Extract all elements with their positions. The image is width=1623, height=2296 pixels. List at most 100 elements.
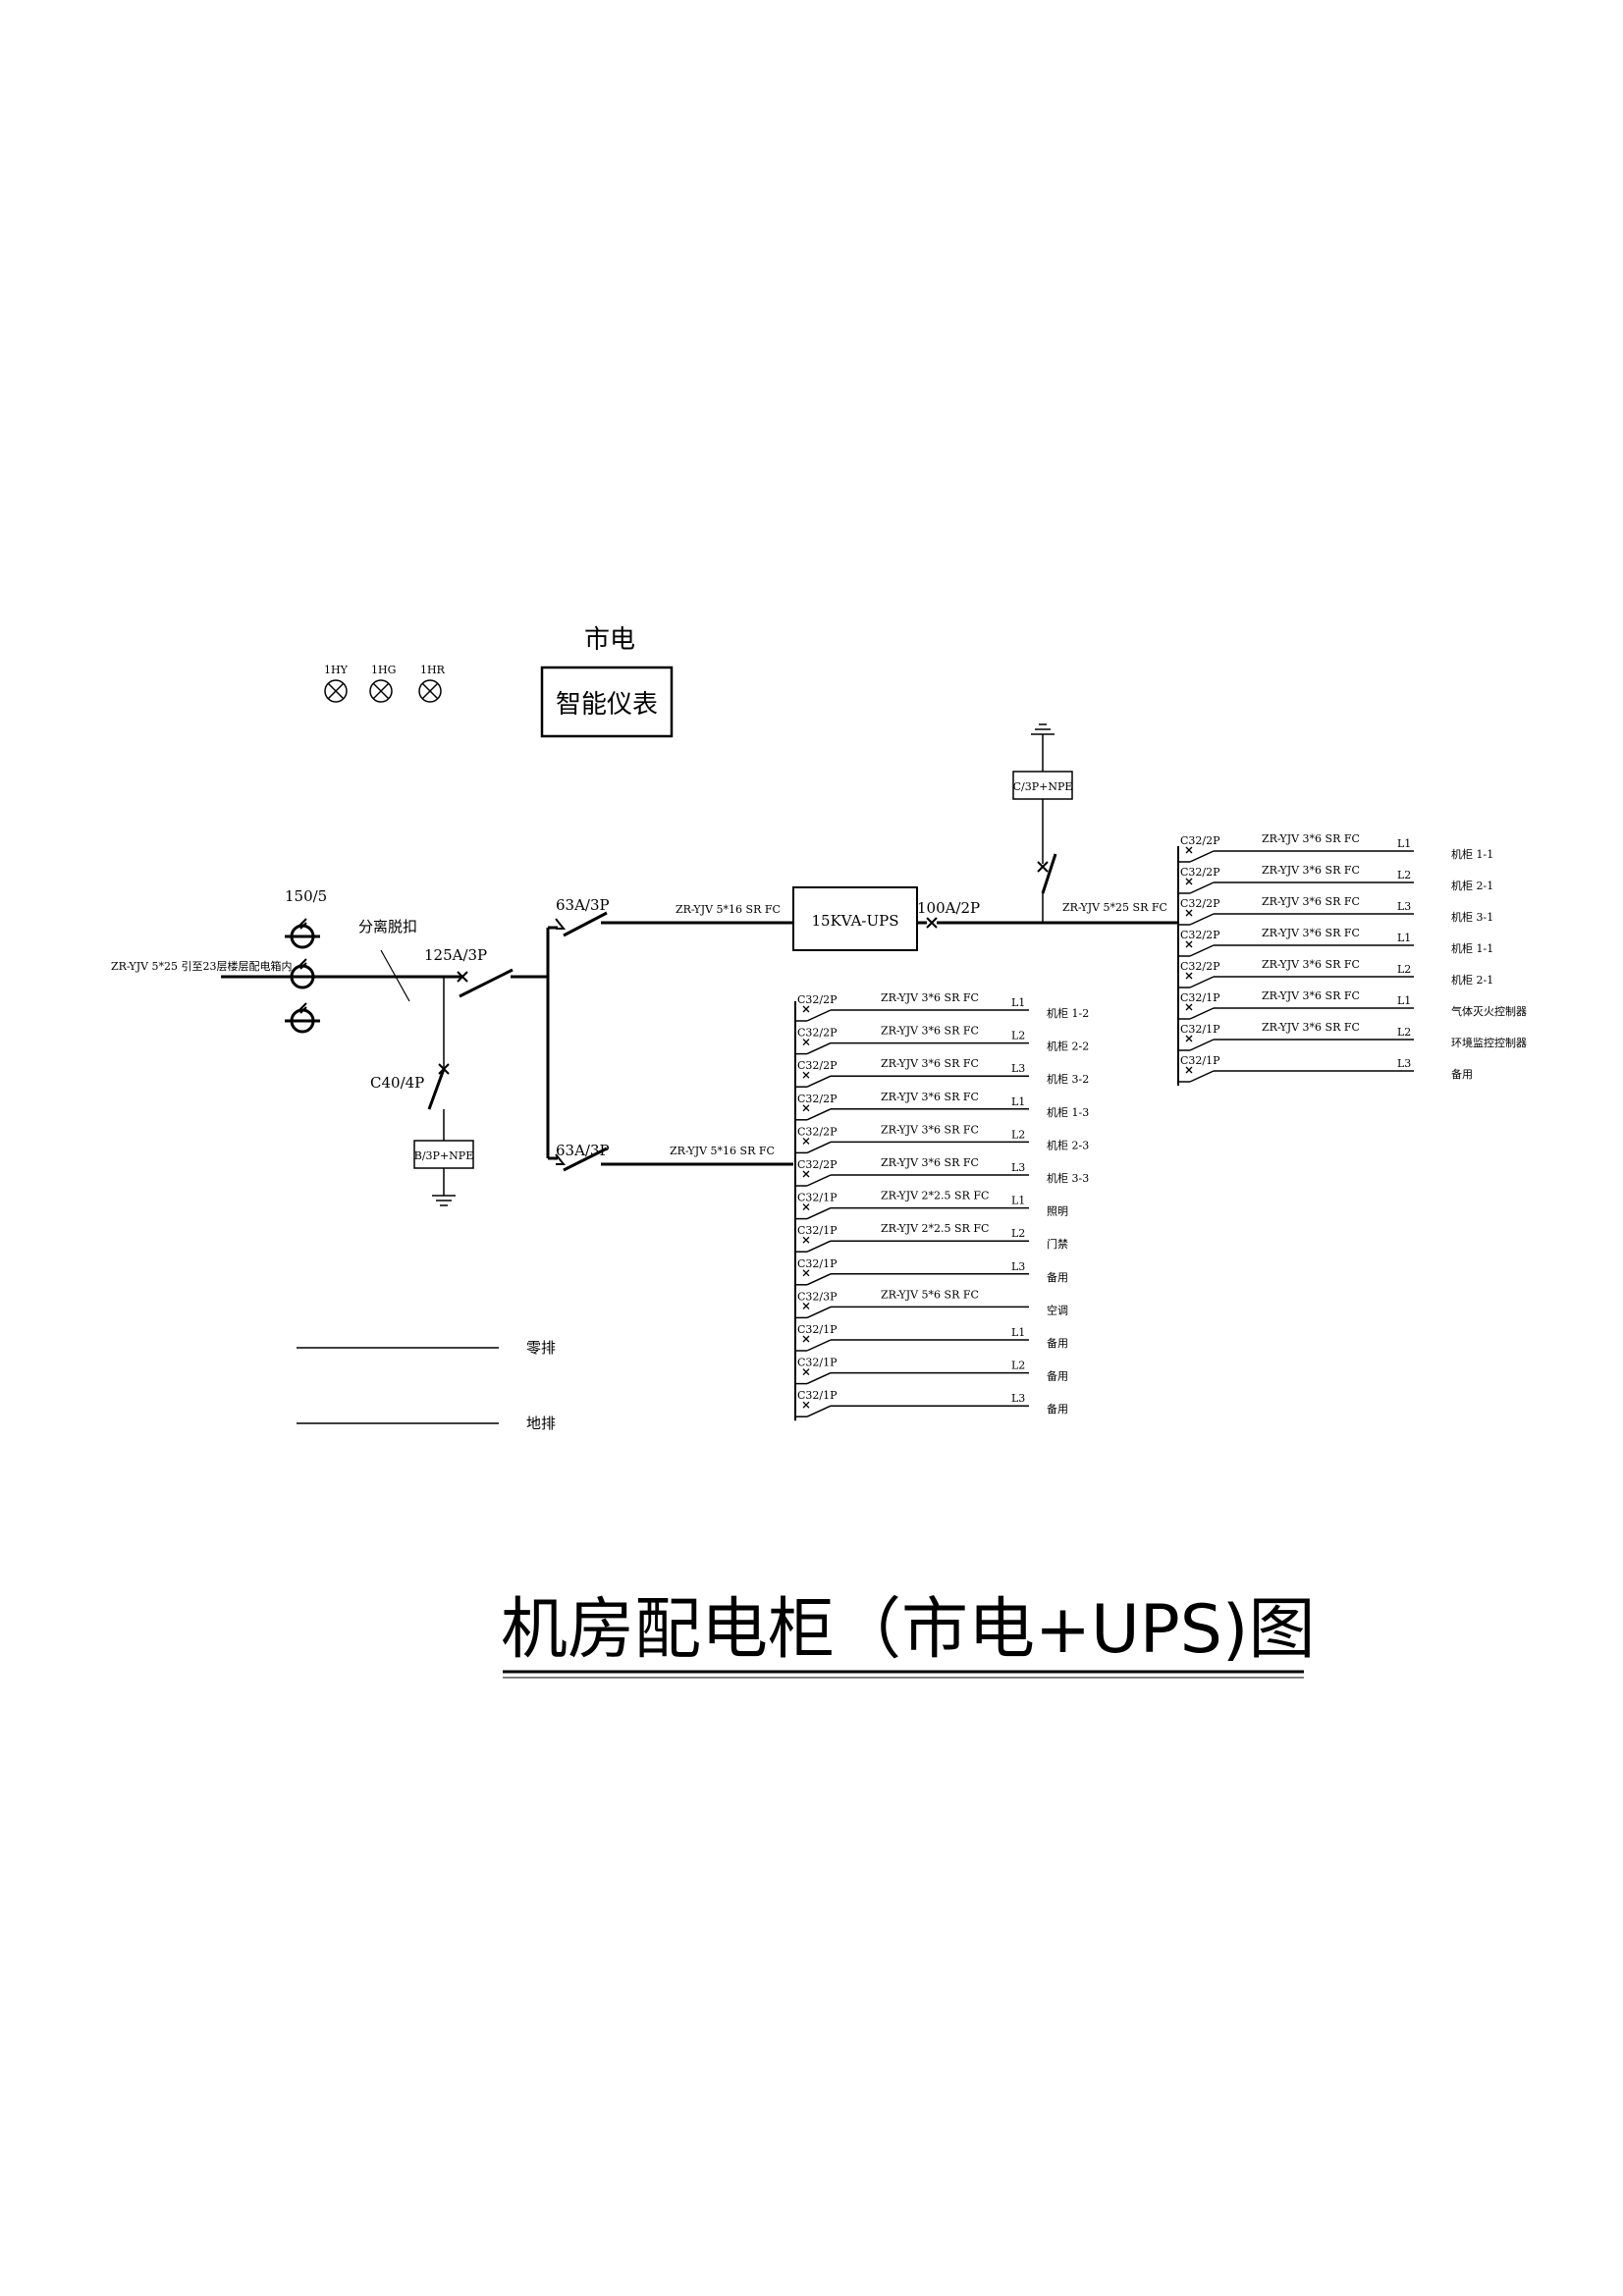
branch-phase-label: L1 (1397, 932, 1411, 944)
branch-phase-label: L3 (1397, 900, 1411, 913)
branch-cable-label: ZR-YJV 5*6 SR FC (881, 1288, 979, 1301)
branch-load-label: 机柜 2-1 (1451, 973, 1493, 987)
breaker-cross-icon (802, 1302, 810, 1309)
branch-breaker-icon (1189, 913, 1215, 926)
branch-load-label: 门禁 (1047, 1237, 1068, 1251)
ups-feed: 63A/3P ZR-YJV 5*16 SR FC 15KVA-UPS 100A/… (548, 723, 1178, 951)
branch-load-label: 机柜 3-2 (1047, 1072, 1089, 1086)
breaker-cross-icon (1185, 1003, 1193, 1011)
ups-spd-box-label: C/3P+NPE (1013, 780, 1073, 793)
main-breaker-icon (457, 968, 514, 998)
branch-phase-label: L1 (1397, 837, 1411, 850)
earth-bar-label: 地排 (526, 1415, 556, 1432)
branch-breaker-icon (806, 1075, 832, 1088)
branch-phase-label: L3 (1011, 1161, 1025, 1174)
breaker-cross-icon (802, 1104, 810, 1112)
branch-breaker-label: C32/2P (1180, 834, 1220, 847)
breaker-cross-icon (802, 1137, 810, 1145)
branch-phase-label: L2 (1397, 963, 1411, 976)
branch-load-label: 备用 (1047, 1336, 1068, 1350)
branch-load-label: 备用 (1047, 1369, 1068, 1383)
smart-meter: 市电 智能仪表 (540, 625, 674, 738)
branch-cable-label: ZR-YJV 2*2.5 SR FC (881, 1190, 989, 1202)
branch-breaker-icon (1189, 1039, 1215, 1051)
breaker-cross-icon (802, 1170, 810, 1178)
branch-cable-label: ZR-YJV 3*6 SR FC (881, 1123, 979, 1136)
indicator-lamp-1hr: 1HR (418, 664, 446, 703)
branch-breaker-label: C32/3P (797, 1290, 838, 1303)
mains-feed-breaker-icon (555, 1147, 608, 1172)
branch-breaker-label: C32/1P (1180, 1023, 1220, 1036)
branch-breaker-label: C32/1P (797, 1323, 838, 1336)
branch-breaker-icon (1189, 881, 1215, 894)
indicator-lamp-1hg: 1HG (369, 664, 396, 703)
indicator-label: 1HG (371, 664, 396, 676)
branch-phase-label: L1 (1011, 1326, 1025, 1339)
breaker-cross-icon (1185, 846, 1193, 854)
branch-breaker-icon (1189, 944, 1215, 957)
branch-breaker-icon (806, 1206, 832, 1220)
branch-breaker-label: C32/2P (1180, 897, 1220, 910)
indicator-lamp-1hy: 1HY (324, 664, 349, 703)
branch-breaker-icon (806, 1371, 832, 1385)
branch-load-label: 机柜 2-1 (1451, 879, 1493, 892)
breaker-cross-icon (802, 1401, 810, 1409)
branch-circuit: C32/1P L1 备用 (795, 1323, 1068, 1352)
branch-load-label: 机柜 3-3 (1047, 1171, 1089, 1185)
meter-caption: 市电 (584, 625, 635, 655)
branch-cable-label: ZR-YJV 3*6 SR FC (881, 1025, 979, 1038)
branch-breaker-label: C32/2P (1180, 866, 1220, 879)
breaker-cross-icon (802, 1039, 810, 1046)
ups-feed-breaker-icon (555, 911, 608, 937)
ups-box-label: 15KVA-UPS (811, 912, 898, 930)
branch-breaker-label: C32/1P (797, 1389, 838, 1402)
branch-breaker-label: C32/1P (797, 1224, 838, 1237)
branch-breaker-icon (806, 1339, 832, 1352)
branch-cable-label: ZR-YJV 3*6 SR FC (881, 1057, 979, 1070)
branch-phase-label: L2 (1011, 1360, 1025, 1372)
indicator-lamps: 1HY 1HG 1HR (324, 664, 446, 703)
breaker-cross-icon (802, 1005, 810, 1013)
branch-load-label: 机柜 1-1 (1451, 847, 1493, 861)
branch-breaker-icon (1189, 850, 1215, 863)
branch-phase-label: L2 (1011, 1227, 1025, 1240)
main-breaker-label: 125A/3P (424, 946, 487, 964)
breaker-cross-icon (1185, 909, 1193, 917)
current-transformer-icon (285, 918, 320, 949)
branch-phase-label: L3 (1011, 1062, 1025, 1075)
breaker-cross-icon (1185, 1035, 1193, 1042)
branch-breaker-label: C32/2P (797, 1027, 838, 1040)
page-title: 机房配电柜（市电+UPS)图 (501, 1591, 1315, 1669)
breaker-cross-icon (802, 1368, 810, 1376)
indicator-label: 1HY (324, 664, 349, 676)
ground-icon (1031, 723, 1055, 735)
branch-breaker-icon (1189, 976, 1215, 988)
ups-feed-breaker-label: 63A/3P (556, 896, 610, 914)
branch-breaker-label: C32/2P (797, 1158, 838, 1171)
branch-breaker-icon (1189, 1070, 1215, 1083)
busbar-legend: 零排 地排 (297, 1339, 556, 1432)
branch-load-label: 机柜 1-2 (1047, 1006, 1089, 1020)
branch-cable-label: ZR-YJV 3*6 SR FC (881, 991, 979, 1004)
breaker-cross-icon (1185, 878, 1193, 885)
ct-ratio-label: 150/5 (285, 887, 327, 905)
mains-feed-cable-label: ZR-YJV 5*16 SR FC (670, 1145, 775, 1157)
branch-load-label: 机柜 2-3 (1047, 1138, 1089, 1151)
branch-breaker-icon (806, 1405, 832, 1417)
breaker-cross-icon (802, 1203, 810, 1211)
incoming-supply: ZR-YJV 5*25 引至23层楼层配电箱内 150/5 分离脱扣 125A/… (111, 887, 548, 1206)
branch-breaker-icon (806, 1174, 832, 1187)
branch-breaker-label: C32/1P (1180, 991, 1220, 1004)
